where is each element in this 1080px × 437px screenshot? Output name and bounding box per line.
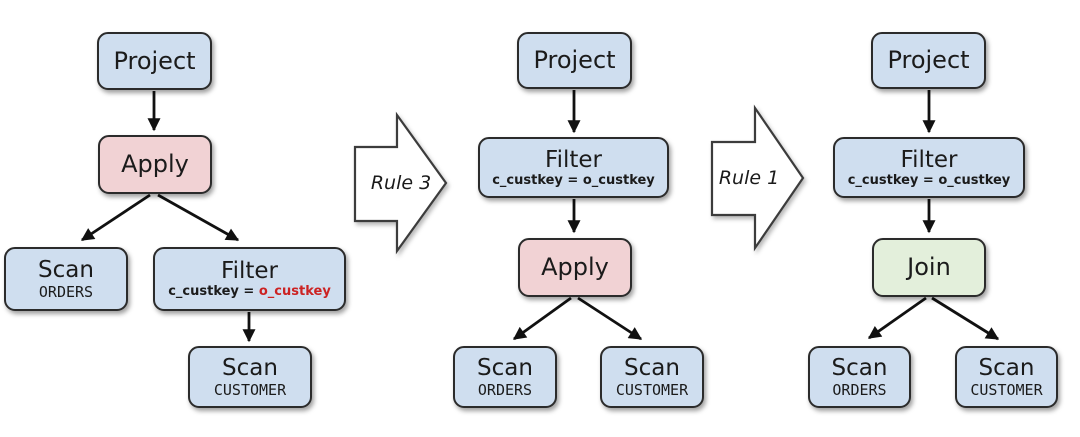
mid-node-scan-customer: Scan CUSTOMER xyxy=(600,346,704,408)
node-predicate: c_custkey = o_custkey xyxy=(492,172,655,188)
node-label: Join xyxy=(907,253,951,281)
edge-mid-apply-scan-orders xyxy=(512,296,572,341)
right-node-join: Join xyxy=(872,238,986,297)
mid-node-project: Project xyxy=(517,32,632,89)
node-label: Project xyxy=(887,46,970,74)
rule3-label: Rule 3 xyxy=(370,172,432,194)
node-label: Filter xyxy=(545,146,602,173)
node-label: Scan xyxy=(477,355,533,381)
rule1-block-arrow-icon xyxy=(710,104,805,252)
node-table-name: CUSTOMER xyxy=(213,381,287,399)
node-table-name: ORDERS xyxy=(832,381,887,399)
predicate-highlight: o_custkey xyxy=(258,284,331,299)
edge-right-join-scan-customer xyxy=(931,296,1000,341)
edge-mid-apply-scan-customer xyxy=(577,296,643,341)
right-node-scan-customer: Scan CUSTOMER xyxy=(955,346,1058,408)
left-node-apply: Apply xyxy=(98,135,212,194)
edge-left-apply-filter xyxy=(157,193,240,242)
node-table-name: ORDERS xyxy=(477,381,533,399)
rule3-block-arrow-icon xyxy=(353,111,448,255)
node-label: Filter xyxy=(900,146,958,173)
node-label: Scan xyxy=(624,355,680,381)
node-table-name: CUSTOMER xyxy=(970,381,1043,399)
predicate-prefix: c_custkey = xyxy=(168,284,259,299)
node-label: Scan xyxy=(978,355,1035,381)
right-node-scan-orders: Scan ORDERS xyxy=(808,346,911,408)
node-label: Apply xyxy=(121,150,189,178)
node-predicate: c_custkey = o_custkey xyxy=(847,172,1011,188)
node-label: Project xyxy=(533,46,616,74)
edge-right-join-scan-orders xyxy=(867,296,927,340)
node-table-name: CUSTOMER xyxy=(615,381,689,399)
rule1-label: Rule 1 xyxy=(718,167,780,189)
node-table-name: ORDERS xyxy=(38,283,94,301)
node-label: Scan xyxy=(831,355,888,381)
left-node-scan-customer: Scan CUSTOMER xyxy=(188,346,312,408)
mid-node-scan-orders: Scan ORDERS xyxy=(453,346,557,408)
node-label: Scan xyxy=(222,355,278,381)
node-label: Apply xyxy=(541,253,609,281)
node-label: Project xyxy=(113,46,196,75)
node-predicate: c_custkey = o_custkey xyxy=(168,284,331,300)
node-label: Scan xyxy=(38,257,94,283)
mid-node-filter: Filter c_custkey = o_custkey xyxy=(478,137,669,198)
edge-left-apply-scan-orders xyxy=(80,193,151,242)
right-node-project: Project xyxy=(871,32,986,89)
left-node-filter: Filter c_custkey = o_custkey xyxy=(153,247,346,311)
left-node-scan-orders: Scan ORDERS xyxy=(4,247,128,311)
mid-node-apply: Apply xyxy=(518,238,632,297)
right-node-filter: Filter c_custkey = o_custkey xyxy=(833,137,1025,198)
left-node-project: Project xyxy=(97,32,212,90)
node-label: Filter xyxy=(221,258,278,284)
